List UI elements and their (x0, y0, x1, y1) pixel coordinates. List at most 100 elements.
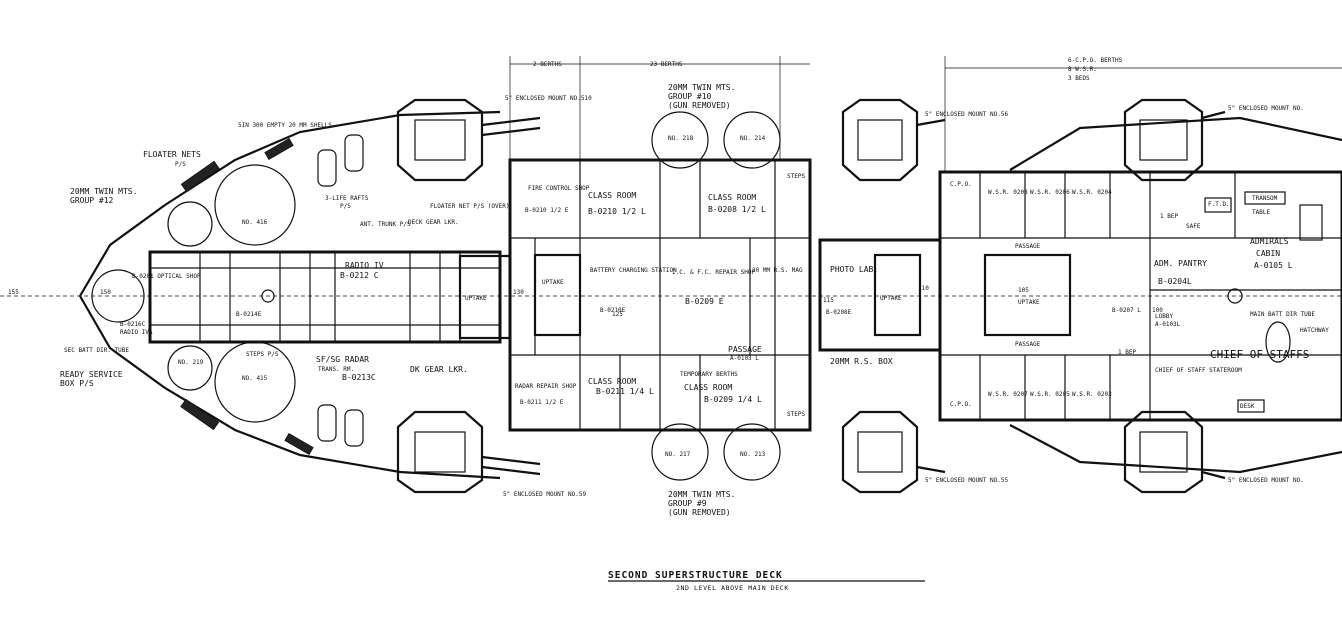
label-ftd: F.T.D. (1208, 201, 1230, 208)
label-sec-batt: SEC BATT DIR. TUBE (64, 347, 129, 354)
label-adm-pantry: ADM. PANTRY (1154, 259, 1207, 268)
frame-130: 130 (513, 289, 524, 296)
label-mount-56: 5" ENCLOSED MOUNT NO.56 (925, 111, 1008, 118)
label-cpo-top: C.P.O. (950, 181, 972, 188)
label-b0207l: B-0207 L (1112, 307, 1141, 314)
title: SECOND SUPERSTRUCTURE DECK (608, 570, 783, 581)
label-a0105l: A-0105 L (1254, 261, 1293, 270)
label-desk: DESK (1240, 403, 1255, 410)
label-chief-staff-stateroom: CHIEF OF STAFF STATEROOM (1155, 367, 1242, 374)
tub-219 (167, 345, 213, 391)
label-rs-box: 20MM R.S. BOX (830, 357, 893, 366)
label-wsr-0206: W.S.R. 0206 (1030, 189, 1070, 196)
label-mount-510: 5" ENCLOSED MOUNT NO.510 (505, 95, 592, 102)
label-cpo-bot: C.P.O. (950, 401, 972, 408)
frame-115: 115 (823, 297, 834, 304)
label-no-218: NO. 218 (668, 135, 694, 142)
label-mount-55: 5" ENCLOSED MOUNT NO.55 (925, 477, 1008, 484)
label-wsr-0204: W.S.R. 0204 (1072, 189, 1112, 196)
label-transom: TRANSOM (1252, 195, 1278, 202)
deck-house (148, 250, 502, 344)
label-steps-top: STEPS (787, 173, 805, 180)
label-trans-rm: TRANS. RM. (318, 366, 354, 373)
label-ic-fc-repair: I.C. & F.C. REPAIR SHOP (672, 269, 755, 276)
gun-mount-56 (841, 98, 946, 182)
label-wsr-0205: W.S.R. 0205 (1030, 391, 1070, 398)
label-gun-removed-10: (GUN REMOVED) (668, 101, 731, 110)
label-no-214: NO. 214 (740, 135, 766, 142)
label-cpo-berths: 6-C.P.O. BERTHS (1068, 57, 1123, 64)
label-no-415: NO. 415 (242, 375, 268, 382)
label-ready-service: READY SERVICE (60, 370, 123, 379)
tub-218 (651, 111, 709, 169)
label-twin-mts-12: 20MM TWIN MTS. (70, 187, 137, 196)
optical-director (91, 269, 145, 323)
label-cabin: CABIN (1256, 249, 1280, 258)
label-steps-ps: STEPS P/S (246, 351, 279, 358)
hull-outline-aft (1009, 116, 1342, 474)
label-b0210l: B-0210 1/2 L (588, 207, 646, 216)
label-3-beds: 3 BEDS (1068, 75, 1090, 82)
label-passage-1: PASSAGE (1015, 243, 1041, 250)
label-deck-gear-lkr: DECK GEAR LKR. (408, 219, 459, 226)
label-main-batt: MAIN BATT DIR TUBE (1250, 311, 1315, 318)
label-b0214e: B-0214E (236, 311, 262, 318)
label-b0204l: B-0204L (1158, 277, 1192, 286)
officer-block (938, 170, 1342, 422)
label-class-room-4: CLASS ROOM (684, 383, 732, 392)
label-1-bep-bot: 1 BEP (1118, 349, 1136, 356)
label-twin-mts-10: 20MM TWIN MTS. (668, 83, 735, 92)
label-b0216c: B-0216C (120, 321, 146, 328)
label-photo-lab: PHOTO LAB. (830, 265, 878, 274)
label-sg-radar: SF/SG RADAR (316, 355, 369, 364)
label-life-rafts-ps: P/S (340, 203, 351, 210)
gun-mount-55 (841, 410, 946, 494)
frame-155: 155 (8, 289, 19, 296)
gun-mount-aft-bot (1123, 410, 1226, 494)
label-23-berths: 23 BERTHS (650, 61, 683, 68)
label-b0213c: B-0213C (342, 373, 376, 382)
label-steps-bot: STEPS (787, 411, 805, 418)
label-table: TABLE (1252, 209, 1270, 216)
label-floater-nets-ps: P/S (175, 161, 186, 168)
label-no-217: NO. 217 (665, 451, 691, 458)
label-b0211l: B-0211 1/4 L (596, 387, 654, 396)
label-admirals: ADMIRALS (1250, 237, 1289, 246)
frame-125: 125 (612, 311, 623, 318)
label-gun-removed-9: (GUN REMOVED) (668, 508, 731, 517)
hull-outline (79, 110, 501, 480)
label-wsr-0203: W.S.R. 0203 (1072, 391, 1112, 398)
label-group-12: GROUP #12 (70, 196, 114, 205)
label-optical-shop: B-0201 OPTICAL SHOP (132, 273, 201, 280)
gun-mount-aft-top (1123, 98, 1226, 182)
label-b0211e: B-0211 1/2 E (520, 399, 564, 406)
label-safe: SAFE (1186, 223, 1201, 230)
label-b0209l: B-0209 1/4 L (704, 395, 762, 404)
tub-20mm-fwd (167, 201, 213, 247)
label-radar-repair: RADAR REPAIR SHOP (515, 383, 577, 390)
label-mount-right-bot: 5" ENCLOSED MOUNT NO. (1228, 477, 1304, 484)
label-2-berths: 2 BERTHS (533, 61, 562, 68)
label-floater-nets: FLOATER NETS (143, 150, 201, 159)
frame-110: 110 (918, 285, 929, 292)
frame-150: 150 (100, 289, 111, 296)
tub-213 (723, 423, 781, 481)
label-battery-charging: BATTERY CHARGING STATION (590, 267, 677, 274)
label-class-room-2: CLASS ROOM (708, 193, 756, 202)
label-wsr-0207: W.S.R. 0207 (988, 391, 1028, 398)
label-b0210e-shop: B-0210 1/2 E (525, 207, 569, 214)
label-radio-iva: RADIO IVA (120, 329, 153, 336)
label-b0212c: B-0212 C (340, 271, 379, 280)
label-wsr-0208: W.S.R. 0208 (988, 189, 1028, 196)
label-no-416: NO. 416 (242, 219, 268, 226)
label-class-room-3: CLASS ROOM (588, 377, 636, 386)
label-1-bep-top: 1 BEP (1160, 213, 1178, 220)
label-b0208l: B-0208 1/2 L (708, 205, 766, 214)
label-passage-2: PASSAGE (1015, 341, 1041, 348)
label-wsr-8: 8 W.S.R. (1068, 66, 1097, 73)
tub-217 (651, 423, 709, 481)
label-mount-59: 5" ENCLOSED MOUNT NO.59 (503, 491, 586, 498)
label-radio-iv: RADIO IV (345, 261, 384, 270)
subtitle: 2ND LEVEL ABOVE MAIN DECK (676, 584, 789, 592)
